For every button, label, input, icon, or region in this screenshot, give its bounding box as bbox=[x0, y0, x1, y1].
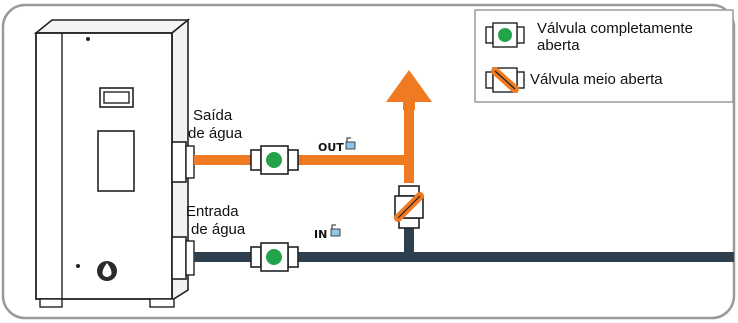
inlet-connector bbox=[171, 236, 195, 280]
bypass-half-open-valve[interactable] bbox=[394, 185, 424, 229]
outflow-icon bbox=[345, 137, 356, 150]
outlet-label-line1: Saída bbox=[193, 107, 233, 124]
legend: Válvula completamente aberta Válvula mei… bbox=[474, 9, 734, 103]
open-valve-icon bbox=[485, 22, 525, 48]
outlet-pipe bbox=[194, 98, 414, 183]
inlet-open-valve[interactable] bbox=[250, 242, 299, 272]
outlet-connector bbox=[171, 141, 195, 183]
inflow-icon bbox=[330, 224, 341, 237]
outlet-open-valve[interactable] bbox=[250, 145, 299, 175]
half-open-valve-icon bbox=[485, 67, 525, 93]
out-tag-text: OUT bbox=[318, 141, 344, 154]
flow-arrow-icon bbox=[386, 70, 432, 110]
heat-pump-unit bbox=[33, 18, 191, 308]
inlet-pipe bbox=[194, 225, 734, 262]
legend-open-valve-line1: Válvula completamente bbox=[537, 20, 693, 37]
outlet-label-line2: de água bbox=[188, 125, 243, 142]
in-tag: IN bbox=[314, 224, 341, 241]
legend-open-valve-line2: aberta bbox=[537, 37, 580, 54]
in-tag-text: IN bbox=[314, 228, 327, 241]
legend-half-valve-label: Válvula meio aberta bbox=[530, 71, 663, 88]
inlet-label-line1: Entrada bbox=[186, 203, 239, 220]
water-drop-icon bbox=[97, 261, 117, 281]
out-tag: OUT bbox=[318, 137, 356, 154]
inlet-label-line2: de água bbox=[191, 221, 246, 238]
